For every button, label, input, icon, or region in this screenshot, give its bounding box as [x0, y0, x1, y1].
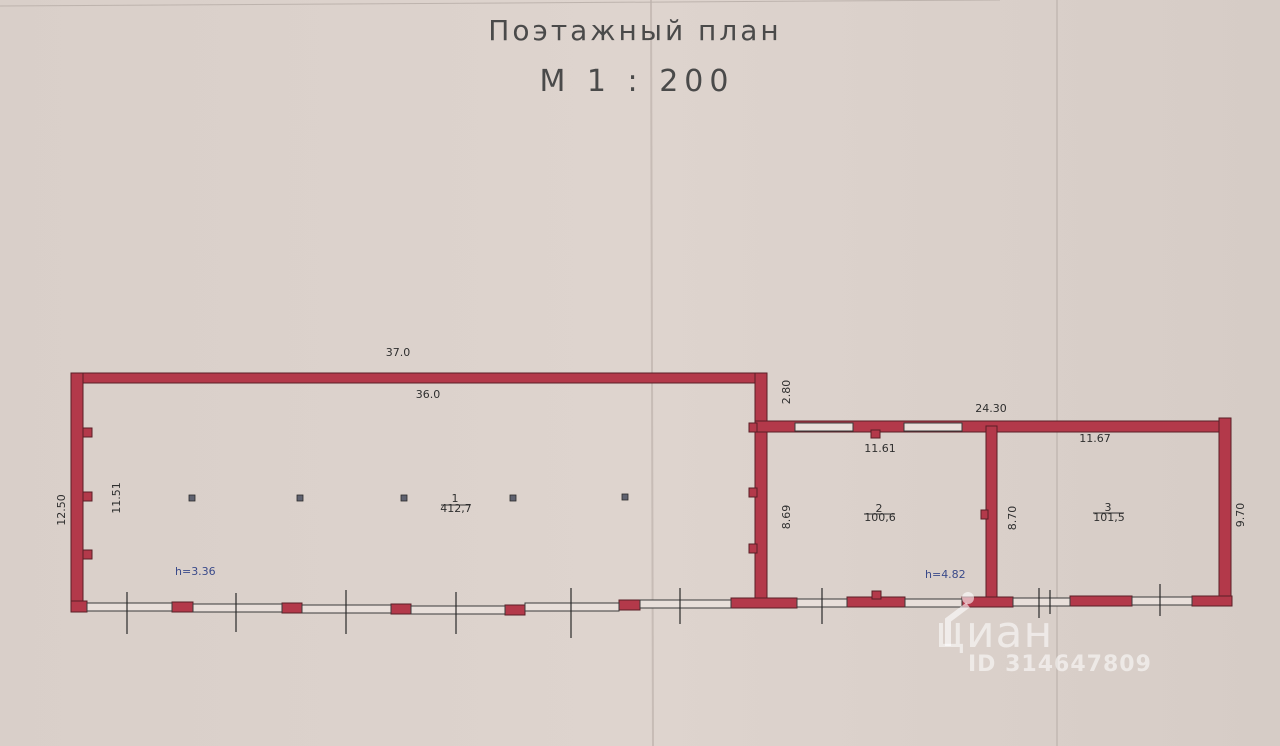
column-marker — [509, 494, 517, 502]
room-area: 101,5 — [1093, 511, 1125, 524]
wall-pilaster — [82, 491, 93, 502]
wall-bottom-segment — [70, 600, 88, 613]
wall-bottom-segment — [171, 601, 194, 613]
column-marker — [400, 494, 408, 502]
dim-outer-top-right: 24.30 — [975, 402, 1007, 415]
room-number: 3 — [1105, 501, 1112, 514]
dim-room2-height: 8.69 — [780, 505, 793, 530]
axis-ticks — [126, 584, 1161, 638]
wall-bottom-segment — [1191, 595, 1233, 607]
plan-scale: М 1 : 200 — [539, 64, 735, 99]
room-area: 412,7 — [440, 502, 472, 515]
watermark-logo: циан — [935, 607, 1054, 658]
wall-pilaster — [748, 487, 758, 498]
wall-pilaster — [870, 429, 881, 439]
window-opening — [524, 602, 620, 612]
wall-bottom-segment — [1069, 595, 1133, 607]
window-opening — [904, 598, 963, 608]
dim-inner-top-left: 36.0 — [416, 388, 441, 401]
wall-bottom-segment — [618, 599, 641, 611]
wall-bottom-segment — [730, 597, 798, 609]
wall-pilaster — [748, 422, 758, 433]
dim-room3-width: 11.67 — [1079, 432, 1111, 445]
dim-room3-height: 8.70 — [1006, 506, 1019, 531]
wall-pilaster — [871, 590, 882, 600]
window-opening — [192, 603, 283, 613]
dim-outer-right-height: 9.70 — [1234, 503, 1247, 528]
room-number: 2 — [876, 502, 883, 515]
room-label-2: 2 100,6 — [864, 502, 896, 524]
wall-bottom-segment — [390, 603, 412, 615]
column-marker — [621, 493, 629, 501]
cian-house-icon — [945, 592, 974, 646]
window-opening — [794, 422, 854, 432]
window-opening — [410, 605, 506, 615]
column-marker — [188, 494, 196, 502]
wall-bottom-segment — [504, 604, 526, 616]
room-area: 100,6 — [864, 511, 896, 524]
room-label-1: 1 412,7 — [440, 492, 472, 515]
wall-pilaster — [748, 543, 758, 554]
dim-outer-left-height: 12.50 — [55, 494, 68, 526]
wall-top-left-hall — [79, 372, 767, 384]
room-number: 1 — [452, 492, 459, 505]
window-opening — [903, 422, 963, 432]
room-label-3: 3 101,5 — [1093, 501, 1125, 524]
wall-pilaster — [82, 549, 93, 560]
wall-pilaster — [82, 427, 93, 438]
dim-outer-top-left: 37.0 — [386, 346, 411, 359]
wall-pilaster — [980, 509, 989, 520]
walls — [70, 372, 1233, 616]
wall-right — [1218, 417, 1232, 607]
wall-left — [70, 372, 84, 612]
window-opening — [1131, 596, 1193, 606]
watermark-id: ID 314647809 — [968, 652, 1152, 677]
window-opening — [639, 599, 732, 609]
dim-inner-left-height: 11.51 — [110, 482, 123, 514]
window-opening — [86, 602, 173, 612]
paper-edge-line — [0, 0, 1001, 7]
dim-step-height: 2.80 — [780, 380, 793, 405]
height-right-block: h=4.82 — [925, 568, 966, 581]
column-marker — [296, 494, 304, 502]
columns — [188, 493, 629, 502]
height-left-hall: h=3.36 — [175, 565, 216, 578]
window-opening — [1012, 597, 1071, 607]
plan-title: Поэтажный план — [488, 14, 782, 47]
wall-bottom-segment — [281, 602, 303, 614]
dim-room2-width: 11.61 — [864, 442, 896, 455]
